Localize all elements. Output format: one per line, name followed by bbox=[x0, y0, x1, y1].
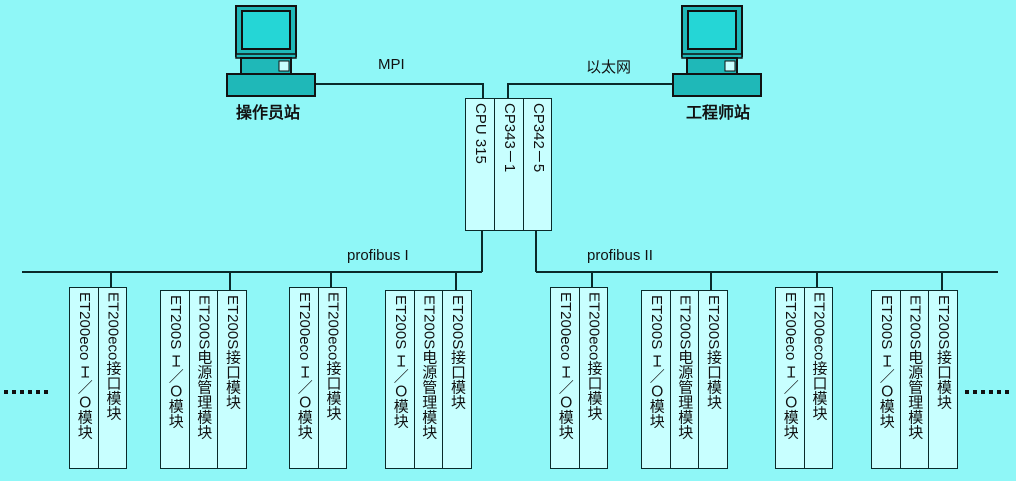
module-slot[interactable]: ET200eco接口模块 bbox=[580, 288, 608, 468]
module-group-3-et200eco[interactable]: ET200eco Ｉ／Ｏ模块 ET200eco接口模块 bbox=[289, 287, 347, 469]
module-slot[interactable]: ET200eco Ｉ／Ｏ模块 bbox=[551, 288, 580, 468]
module-label: ET200eco Ｉ／Ｏ模块 bbox=[295, 292, 313, 440]
controller-rack[interactable]: CPU 315 CP343－1 CP342－5 bbox=[465, 98, 552, 231]
module-label: ET200S Ｉ／Ｏ模块 bbox=[877, 295, 895, 429]
module-slot[interactable]: ET200eco Ｉ／Ｏ模块 bbox=[70, 288, 99, 468]
module-label: ET200S Ｉ／Ｏ模块 bbox=[166, 295, 184, 429]
operator-station-computer-icon[interactable] bbox=[225, 4, 320, 99]
rack-slot-profibus-cp[interactable]: CP342－5 bbox=[524, 99, 552, 230]
module-group-7-et200eco[interactable]: ET200eco Ｉ／Ｏ模块 ET200eco接口模块 bbox=[775, 287, 833, 469]
module-label: ET200eco接口模块 bbox=[810, 292, 828, 421]
module-label: ET200S电源管理模块 bbox=[676, 295, 694, 440]
module-label: ET200S接口模块 bbox=[224, 295, 241, 410]
module-slot[interactable]: ET200eco接口模块 bbox=[805, 288, 833, 468]
slot-label: CP342－5 bbox=[530, 103, 547, 173]
module-label: ET200S接口模块 bbox=[449, 295, 466, 410]
rack-slot-ethernet-cp[interactable]: CP343－1 bbox=[495, 99, 524, 230]
module-slot[interactable]: ET200eco Ｉ／Ｏ模块 bbox=[776, 288, 805, 468]
slot-label: CPU 315 bbox=[472, 103, 489, 164]
module-label: ET200S接口模块 bbox=[935, 295, 952, 410]
module-label: ET200eco接口模块 bbox=[324, 292, 342, 421]
rack-slot-cpu[interactable]: CPU 315 bbox=[466, 99, 495, 230]
mpi-label: MPI bbox=[378, 56, 405, 73]
module-label: ET200eco接口模块 bbox=[585, 292, 603, 421]
module-group-1-et200eco[interactable]: ET200eco Ｉ／Ｏ模块 ET200eco接口模块 bbox=[69, 287, 127, 469]
module-slot[interactable]: ET200S接口模块 bbox=[443, 291, 471, 468]
module-label: ET200eco Ｉ／Ｏ模块 bbox=[556, 292, 574, 440]
module-group-2-et200s[interactable]: ET200S Ｉ／Ｏ模块 ET200S电源管理模块 ET200S接口模块 bbox=[160, 290, 247, 469]
engineer-station-computer-icon[interactable] bbox=[671, 4, 766, 99]
module-group-5-et200eco[interactable]: ET200eco Ｉ／Ｏ模块 ET200eco接口模块 bbox=[550, 287, 608, 469]
more-modules-right-dots bbox=[965, 390, 1009, 394]
module-label: ET200eco Ｉ／Ｏ模块 bbox=[75, 292, 93, 440]
module-slot[interactable]: ET200eco接口模块 bbox=[99, 288, 127, 468]
module-group-4-et200s[interactable]: ET200S Ｉ／Ｏ模块 ET200S电源管理模块 ET200S接口模块 bbox=[385, 290, 472, 469]
mpi-link bbox=[316, 83, 484, 98]
module-slot[interactable]: ET200eco接口模块 bbox=[319, 288, 347, 468]
module-slot[interactable]: ET200S电源管理模块 bbox=[671, 291, 699, 468]
module-slot[interactable]: ET200S Ｉ／Ｏ模块 bbox=[161, 291, 190, 468]
module-label: ET200S电源管理模块 bbox=[420, 295, 438, 440]
module-slot[interactable]: ET200S电源管理模块 bbox=[901, 291, 929, 468]
ethernet-link bbox=[507, 83, 673, 98]
engineer-station-label: 工程师站 bbox=[686, 105, 751, 122]
module-label: ET200eco Ｉ／Ｏ模块 bbox=[781, 292, 799, 440]
module-group-6-et200s[interactable]: ET200S Ｉ／Ｏ模块 ET200S电源管理模块 ET200S接口模块 bbox=[641, 290, 728, 469]
slot-label: CP343－1 bbox=[501, 103, 518, 173]
module-label: ET200S Ｉ／Ｏ模块 bbox=[391, 295, 409, 429]
profibus-2-label: profibus II bbox=[587, 247, 653, 264]
module-label: ET200S电源管理模块 bbox=[906, 295, 924, 440]
operator-station-label: 操作员站 bbox=[236, 105, 301, 122]
module-group-8-et200s[interactable]: ET200S Ｉ／Ｏ模块 ET200S电源管理模块 ET200S接口模块 bbox=[871, 290, 958, 469]
module-slot[interactable]: ET200eco Ｉ／Ｏ模块 bbox=[290, 288, 319, 468]
module-slot[interactable]: ET200S Ｉ／Ｏ模块 bbox=[642, 291, 671, 468]
profibus-1-label: profibus I bbox=[347, 247, 409, 264]
module-slot[interactable]: ET200S Ｉ／Ｏ模块 bbox=[386, 291, 415, 468]
module-label: ET200S接口模块 bbox=[705, 295, 722, 410]
module-slot[interactable]: ET200S接口模块 bbox=[699, 291, 727, 468]
module-label: ET200S电源管理模块 bbox=[195, 295, 213, 440]
module-slot[interactable]: ET200S接口模块 bbox=[929, 291, 957, 468]
module-label: ET200eco接口模块 bbox=[104, 292, 122, 421]
more-modules-left-dots bbox=[4, 390, 48, 394]
module-slot[interactable]: ET200S电源管理模块 bbox=[190, 291, 218, 468]
module-slot[interactable]: ET200S接口模块 bbox=[218, 291, 246, 468]
module-slot[interactable]: ET200S Ｉ／Ｏ模块 bbox=[872, 291, 901, 468]
module-label: ET200S Ｉ／Ｏ模块 bbox=[647, 295, 665, 429]
module-slot[interactable]: ET200S电源管理模块 bbox=[415, 291, 443, 468]
ethernet-label: 以太网 bbox=[586, 59, 632, 76]
